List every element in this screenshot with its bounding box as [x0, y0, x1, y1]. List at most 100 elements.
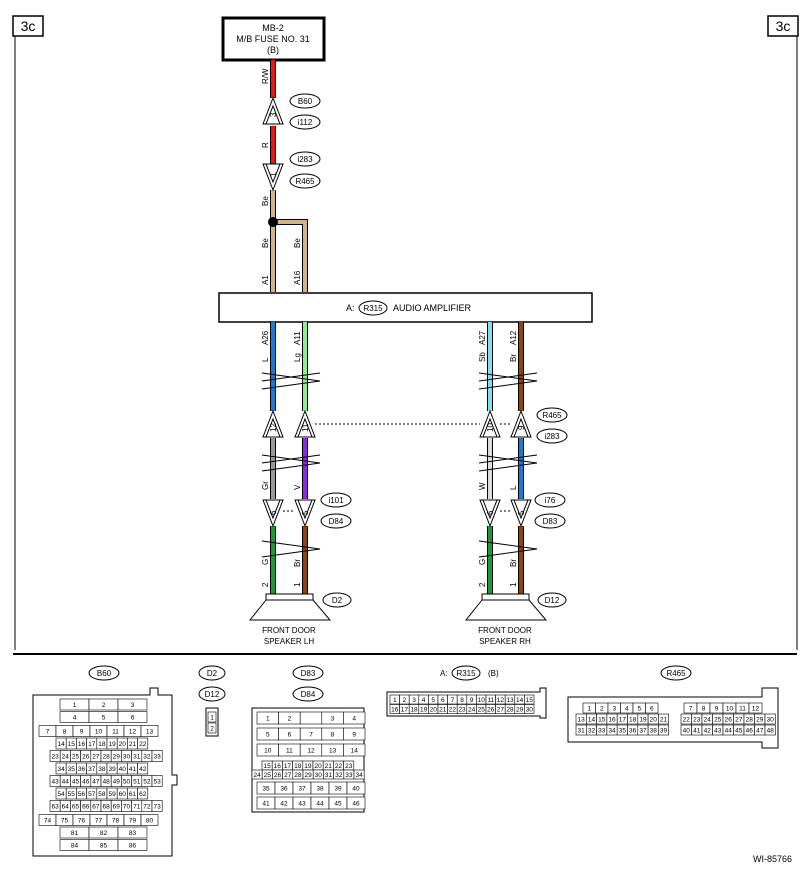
- svg-text:12: 12: [269, 423, 278, 432]
- pin-label: 14: [516, 697, 524, 704]
- pin-cell: [140, 814, 159, 826]
- svg-text:D12: D12: [205, 690, 220, 699]
- page-tag-right: 3c: [767, 15, 799, 37]
- pin-label: 27: [497, 706, 505, 713]
- pin-label: 3: [612, 705, 616, 712]
- pin-label: 66: [82, 803, 90, 810]
- pin-label: 63: [51, 803, 59, 810]
- svg-text:i76: i76: [545, 496, 556, 505]
- pin-label: 52: [143, 778, 151, 785]
- pin-label: 3: [331, 715, 335, 722]
- pin-label: 28: [102, 753, 110, 760]
- pin-label: 38: [316, 785, 324, 792]
- pin-label: 8: [460, 697, 464, 704]
- pin-label: 55: [68, 791, 76, 798]
- pin-label: 16: [78, 741, 86, 748]
- connector-i101-d84-i76-d83: 6 5 6 5 i101 D84 i76 D83: [262, 492, 566, 529]
- pin-label: 5: [637, 705, 641, 712]
- svg-text:G: G: [261, 559, 270, 565]
- pin-label: 43: [714, 727, 722, 734]
- pin-label: 37: [298, 785, 306, 792]
- svg-text:A:: A:: [440, 669, 448, 678]
- pin-label: 6: [441, 697, 445, 704]
- svg-text:R: R: [261, 142, 270, 148]
- pin-cell: [343, 743, 366, 757]
- pin-label: 31: [578, 727, 586, 734]
- svg-text:R315: R315: [456, 669, 476, 678]
- pin-label: 31: [325, 772, 333, 779]
- svg-text:1: 1: [509, 582, 518, 587]
- pin-label: 14: [57, 741, 65, 748]
- pin-label: 34: [608, 727, 616, 734]
- svg-text:R/W: R/W: [261, 68, 270, 84]
- pin-label: 76: [78, 817, 86, 824]
- pin-label: 78: [112, 817, 120, 824]
- pin-label: 45: [334, 800, 342, 807]
- pin-cell: [346, 796, 366, 810]
- pin-label: 46: [746, 727, 754, 734]
- pin-label: 33: [598, 727, 606, 734]
- pin-label: 26: [274, 772, 282, 779]
- pin-label: 38: [98, 766, 106, 773]
- pin-label: 24: [468, 706, 476, 713]
- splice-point: [268, 217, 278, 227]
- pin-label: 21: [660, 716, 668, 723]
- pin-label: 30: [123, 753, 131, 760]
- svg-text:10: 10: [486, 423, 495, 432]
- pin-label: 44: [725, 727, 733, 734]
- pin-label: 24: [62, 753, 70, 760]
- pin-cell: [346, 781, 366, 795]
- svg-text:(B): (B): [267, 45, 279, 55]
- pin-label: 20: [430, 706, 438, 713]
- pin-label: 8: [63, 728, 67, 735]
- connector-r465-i283-mid: 12 11 10 9 R465 i283: [262, 407, 568, 444]
- svg-text:D84: D84: [301, 690, 316, 699]
- page-tag-left: 3c: [12, 15, 44, 37]
- svg-text:FRONT DOOR: FRONT DOOR: [478, 626, 532, 635]
- svg-text:i101: i101: [328, 496, 344, 505]
- pin-label: 47: [756, 727, 764, 734]
- pin-label: 4: [422, 697, 426, 704]
- diagram-id: WI-85766: [753, 854, 792, 864]
- pin-label: 13: [146, 728, 154, 735]
- power-wire-labels: R/W R Be Be Be A1 A16: [261, 68, 302, 285]
- pin-label: 17: [88, 741, 96, 748]
- pin-label: 40: [683, 727, 691, 734]
- pin-label: 25: [714, 716, 722, 723]
- pin-cell: [151, 750, 163, 762]
- pin-label: 3: [131, 702, 135, 709]
- svg-text:3: 3: [269, 112, 278, 117]
- pin-label: 14: [351, 747, 359, 754]
- svg-text:11: 11: [301, 423, 310, 432]
- pin-label: 8: [331, 731, 335, 738]
- pin-label: 23: [51, 753, 59, 760]
- pin-label: 18: [629, 716, 637, 723]
- pin-cell: [117, 839, 148, 851]
- pin-label: 4: [73, 714, 77, 721]
- pin-label: 39: [334, 785, 342, 792]
- pin-label: 9: [352, 731, 356, 738]
- pin-cell: [658, 724, 670, 736]
- output-wires: [270, 322, 524, 594]
- pin-label: 69: [113, 803, 121, 810]
- pin-label: 86: [129, 842, 137, 849]
- pin-label: 13: [329, 747, 337, 754]
- pin-label: 22: [449, 706, 457, 713]
- svg-text:Lg: Lg: [293, 353, 302, 362]
- pin-label: 33: [153, 753, 161, 760]
- twisted-pair-symbols: [261, 372, 538, 558]
- pin-label: 11: [286, 747, 293, 754]
- pin-label: 16: [391, 706, 399, 713]
- pin-label: 67: [92, 803, 100, 810]
- svg-text:A27: A27: [478, 330, 487, 345]
- pin-cell: [343, 711, 366, 725]
- svg-text:D83: D83: [543, 517, 558, 526]
- pin-label: 9: [470, 697, 474, 704]
- connector-b60-i112: 3 B60 i112: [262, 93, 321, 130]
- pin-label: 11: [739, 705, 746, 712]
- pin-cell: [748, 702, 763, 714]
- svg-text:5: 5: [301, 510, 310, 515]
- pin-label: 30: [526, 706, 534, 713]
- pin-label: 7: [689, 705, 693, 712]
- pin-label: 20: [650, 716, 658, 723]
